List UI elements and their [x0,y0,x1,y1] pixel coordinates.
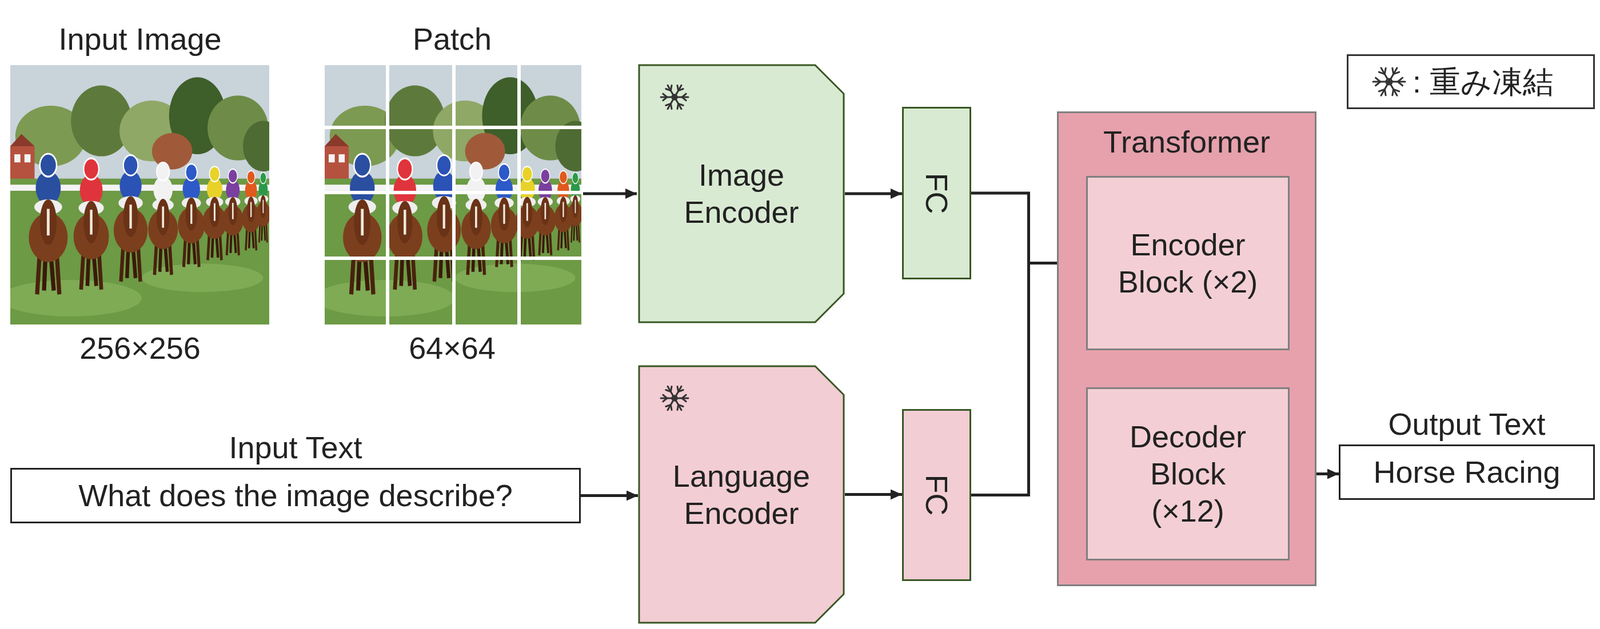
language-encoder: Language Encoder [637,365,845,625]
input-photo [0,65,283,325]
heading-text: Input Text [228,429,362,467]
node-text: Image Encoder [664,156,819,231]
node-text: FC [918,475,956,517]
encoder-block: Encoder Block (×2) [1086,176,1290,351]
encoder-shape [637,64,845,324]
snowflake-icon [660,85,689,110]
snowflake-icon [660,386,689,411]
node-text: Transformer [1103,123,1271,161]
snowflake-icon [1373,68,1406,96]
connector-arrow [580,494,638,498]
output-text-box: Output TextHorse Racing [1338,444,1595,501]
image-encoder: Image Encoder [637,64,845,324]
node-text: Encoder Block (×2) [1110,226,1266,301]
heading-text: Output Text [1387,405,1546,444]
node-text: What does the image describe? [78,477,513,515]
encoder-shape [637,365,845,625]
patch-grid [324,65,582,325]
node-text: Horse Racing [1373,453,1560,492]
legend-text: : 重み凍結 [1412,63,1554,101]
patch-arrow [583,192,637,196]
dimension-label: 64×64 [408,329,496,367]
connector-arrow [844,493,903,497]
decoder-block: Decoder Block (×12) [1086,387,1290,561]
fc-layer: FC [902,409,972,582]
connector-arrow [844,192,903,196]
node-text: FC [918,172,956,214]
transformer-box: TransformerEncoder Block (×2) Decoder Blo… [1056,111,1317,587]
node-text: Language Encoder [664,457,819,533]
dimension-label: 256×256 [79,329,201,367]
node-text: Decoder Block (×12) [1110,418,1266,530]
patch-caption: Patch [412,20,492,58]
input-text-box: Input TextWhat does the image describe? [10,468,581,524]
legend-snowflake [1369,61,1410,102]
fc-layer: FC [902,106,972,280]
patch-photo [314,65,596,325]
image-caption: Input Image [58,20,222,58]
legend-box: : 重み凍結 [1346,54,1595,110]
